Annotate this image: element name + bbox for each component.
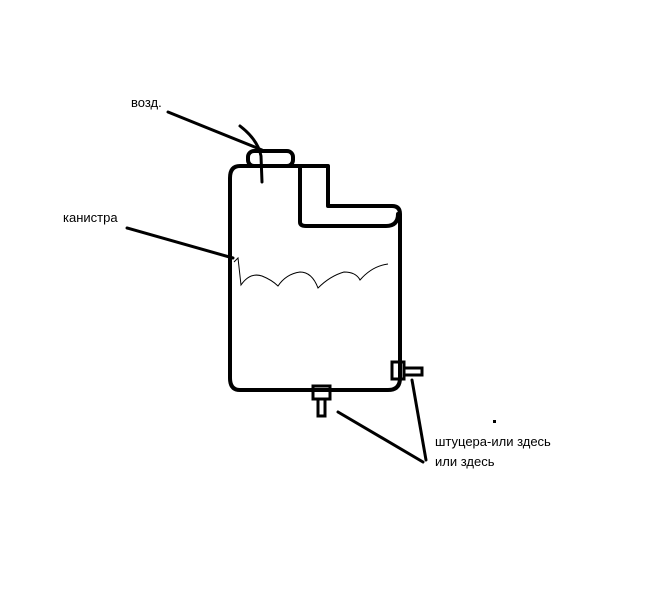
air-label: возд. (131, 95, 162, 110)
side-fitting-leader-line (410, 378, 428, 462)
fittings-label-line1: штуцера-или здесь (435, 434, 551, 449)
bottom-fitting (311, 384, 332, 401)
air-leader-line (166, 110, 264, 152)
liquid-level-line (233, 256, 389, 289)
air-tube (238, 124, 264, 184)
canister-label: канистра (63, 210, 118, 225)
bottom-fitting-leader-line (336, 410, 425, 464)
fittings-label-line2: или здесь (435, 454, 495, 469)
canister-notch (298, 166, 400, 228)
canister-leader-line (125, 226, 235, 260)
stray-dot (493, 420, 496, 423)
bottom-fitting-stem (316, 397, 327, 418)
side-fitting-stem (402, 366, 424, 377)
canister-outline (228, 164, 402, 392)
canister-cap (246, 149, 295, 168)
